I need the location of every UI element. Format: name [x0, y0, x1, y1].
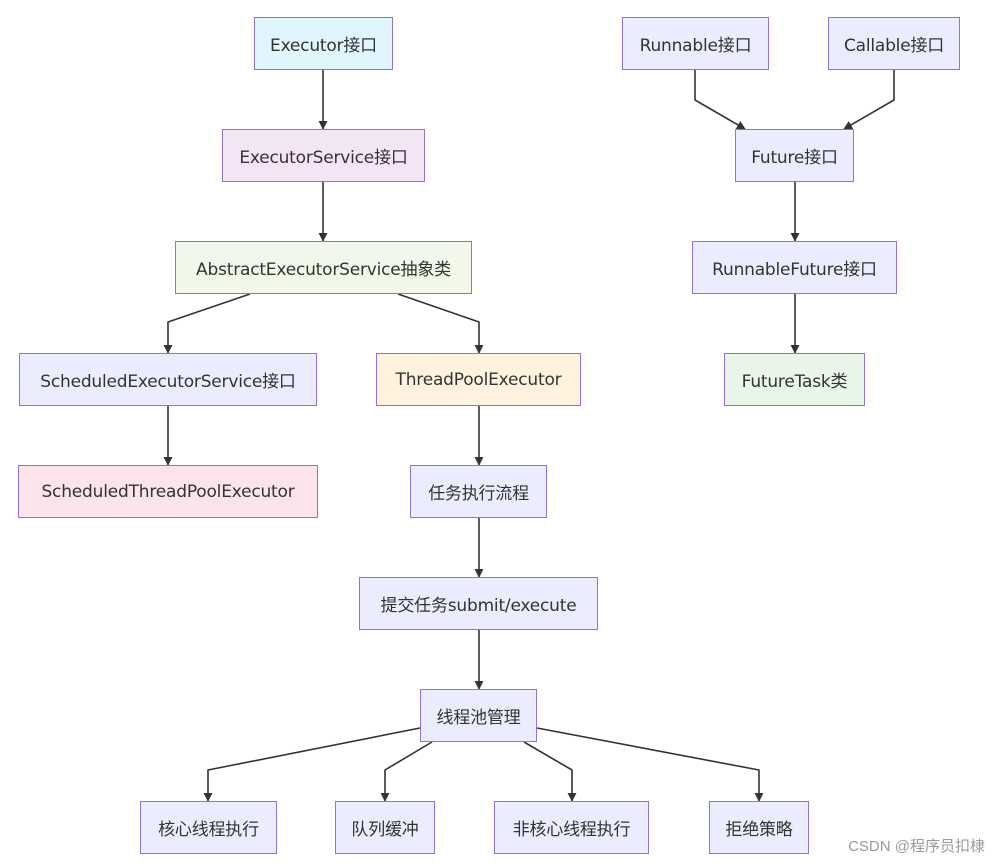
node-executor: Executor接口	[254, 17, 393, 70]
node-non-core-thread: 非核心线程执行	[494, 801, 649, 854]
node-reject-policy: 拒绝策略	[709, 801, 809, 854]
node-scheduled-thread-pool-executor: ScheduledThreadPoolExecutor	[18, 465, 318, 518]
node-core-thread: 核心线程执行	[140, 801, 277, 854]
edge-runnable-to-future	[694, 70, 746, 130]
edge-pool-management-to-reject-policy	[536, 727, 764, 802]
node-callable: Callable接口	[828, 17, 960, 70]
node-task-flow: 任务执行流程	[410, 465, 547, 518]
node-thread-pool-executor: ThreadPoolExecutor	[376, 353, 581, 406]
node-queue-buffer: 队列缓冲	[335, 801, 435, 854]
node-pool-management: 线程池管理	[420, 689, 537, 742]
edge-callable-to-future	[843, 70, 895, 130]
node-abstract-executor-service: AbstractExecutorService抽象类	[175, 241, 472, 294]
edge-pool-management-to-queue-buffer	[380, 741, 433, 802]
node-executor-service: ExecutorService接口	[222, 129, 425, 182]
edge-pool-management-to-non-core-thread	[523, 741, 577, 802]
edge-abstract-executor-service-to-scheduled-executor-service	[163, 293, 251, 354]
node-scheduled-executor-service: ScheduledExecutorService接口	[19, 353, 317, 406]
edge-pool-management-to-core-thread	[203, 727, 421, 802]
watermark: CSDN @程序员扣棣	[848, 838, 985, 855]
node-future-task: FutureTask类	[724, 353, 865, 406]
edge-abstract-executor-service-to-thread-pool-executor	[397, 293, 484, 354]
node-runnable: Runnable接口	[622, 17, 769, 70]
node-runnable-future: RunnableFuture接口	[692, 241, 897, 294]
node-future: Future接口	[735, 129, 854, 182]
node-submit-task: 提交任务submit/execute	[359, 577, 598, 630]
